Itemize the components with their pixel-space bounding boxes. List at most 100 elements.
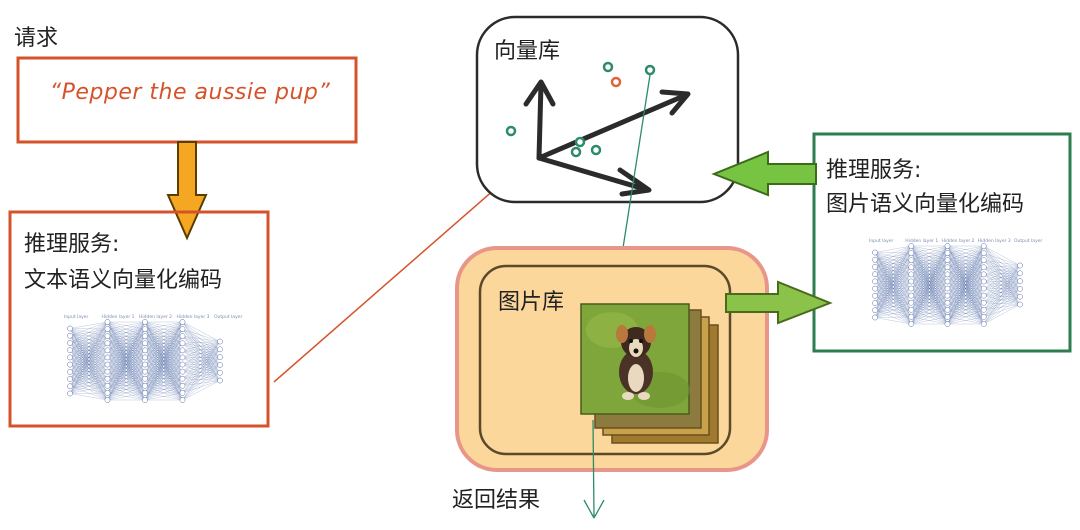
nn-connection xyxy=(983,273,1021,310)
nn-connection xyxy=(911,245,948,296)
service-to-vectordb-arrow xyxy=(711,150,817,197)
nn-connection xyxy=(874,260,912,318)
nn-node xyxy=(908,257,915,264)
nn-connection xyxy=(983,252,1021,274)
nn-node xyxy=(179,390,186,396)
nn-node xyxy=(944,243,951,249)
nn-node xyxy=(104,390,111,396)
nn-connection xyxy=(107,364,146,401)
nn-connection xyxy=(69,321,108,394)
nn-connection xyxy=(983,274,1021,290)
nn-connection xyxy=(69,329,108,394)
nn-connection xyxy=(947,245,984,325)
nn-connection xyxy=(983,265,1021,317)
nn-connection xyxy=(182,371,221,373)
nn-layer-label: Hidden layer 2 xyxy=(139,314,172,320)
nn-connection xyxy=(983,288,1021,318)
nn-connection xyxy=(983,267,1021,297)
nn-connection xyxy=(983,288,1021,297)
nn-connection xyxy=(911,253,948,325)
nn-connection xyxy=(911,245,948,282)
nn-node xyxy=(179,375,186,382)
nn-node xyxy=(104,354,111,361)
nn-connection xyxy=(69,321,108,336)
request-query-text: “Pepper the aussie pup” xyxy=(49,80,331,105)
nn-node xyxy=(217,369,223,376)
nn-connection xyxy=(911,245,948,303)
nn-node xyxy=(142,354,148,361)
nn-node xyxy=(104,347,111,354)
nn-connection xyxy=(874,245,912,289)
nn-node xyxy=(142,333,148,340)
nn-layer-label: Hidden layer 3 xyxy=(978,238,1011,244)
nn-connection xyxy=(107,385,146,401)
text-service-title: 推理服务: xyxy=(24,232,120,257)
nn-node xyxy=(104,326,111,332)
nn-connection xyxy=(911,245,948,325)
nn-connection xyxy=(144,343,183,401)
result-arrowhead xyxy=(583,499,605,519)
nn-connection xyxy=(947,267,984,325)
nn-connection xyxy=(182,329,221,365)
nn-connection xyxy=(947,245,984,275)
nn-connection xyxy=(874,302,912,318)
nn-connection xyxy=(874,245,912,275)
nn-connection xyxy=(182,336,221,365)
vector-point xyxy=(574,136,586,148)
nn-connection xyxy=(182,372,221,379)
nn-connection xyxy=(182,380,221,394)
request-label: 请求 xyxy=(14,26,59,51)
nn-layer-label: Hidden layer 1 xyxy=(102,314,135,320)
nn-connection xyxy=(182,336,221,381)
nn-connection xyxy=(182,341,221,365)
nn-connection xyxy=(983,288,1021,303)
nn-connection xyxy=(182,343,221,366)
nn-connection xyxy=(983,296,1021,303)
nn-connection xyxy=(144,364,183,401)
nn-node xyxy=(104,340,111,347)
nn-connection xyxy=(182,356,221,365)
nn-connection xyxy=(983,267,1021,282)
nn-connection xyxy=(911,245,948,289)
nn-node xyxy=(944,250,951,256)
nn-connection xyxy=(874,274,912,318)
nn-connection xyxy=(69,336,108,394)
nn-connection xyxy=(182,380,221,401)
nn-connection xyxy=(874,267,912,318)
nn-connection xyxy=(911,245,948,275)
nn-connection xyxy=(182,364,221,372)
nn-connection xyxy=(983,273,1021,275)
nn-connection xyxy=(983,296,1021,318)
nn-connection xyxy=(107,392,146,401)
nn-connection xyxy=(182,341,221,401)
nn-connection xyxy=(947,245,984,282)
nn-connection xyxy=(182,343,221,373)
nn-connection xyxy=(182,349,221,365)
nn-connection xyxy=(947,245,984,261)
nn-node xyxy=(1017,270,1023,277)
nn-connection xyxy=(983,288,1021,296)
nn-connection xyxy=(182,357,221,393)
nn-node xyxy=(872,292,878,299)
query-point xyxy=(610,76,622,88)
nn-connection xyxy=(107,321,146,393)
nn-connection xyxy=(874,245,912,268)
nn-connection xyxy=(983,265,1021,303)
nn-node xyxy=(1017,293,1023,300)
nn-connection xyxy=(182,349,221,351)
nn-node xyxy=(980,278,987,285)
nn-connection xyxy=(144,321,183,386)
nn-connection xyxy=(983,273,1021,325)
nn-connection xyxy=(983,288,1021,305)
nn-connection xyxy=(983,281,1021,325)
nn-node xyxy=(1017,286,1023,292)
nn-connection xyxy=(182,343,221,381)
nn-connection xyxy=(874,245,912,260)
vector-point xyxy=(602,61,614,73)
nn-connection xyxy=(182,349,221,358)
nn-connection xyxy=(911,245,948,254)
nn-connection xyxy=(144,385,183,401)
nn-connection xyxy=(182,349,221,393)
